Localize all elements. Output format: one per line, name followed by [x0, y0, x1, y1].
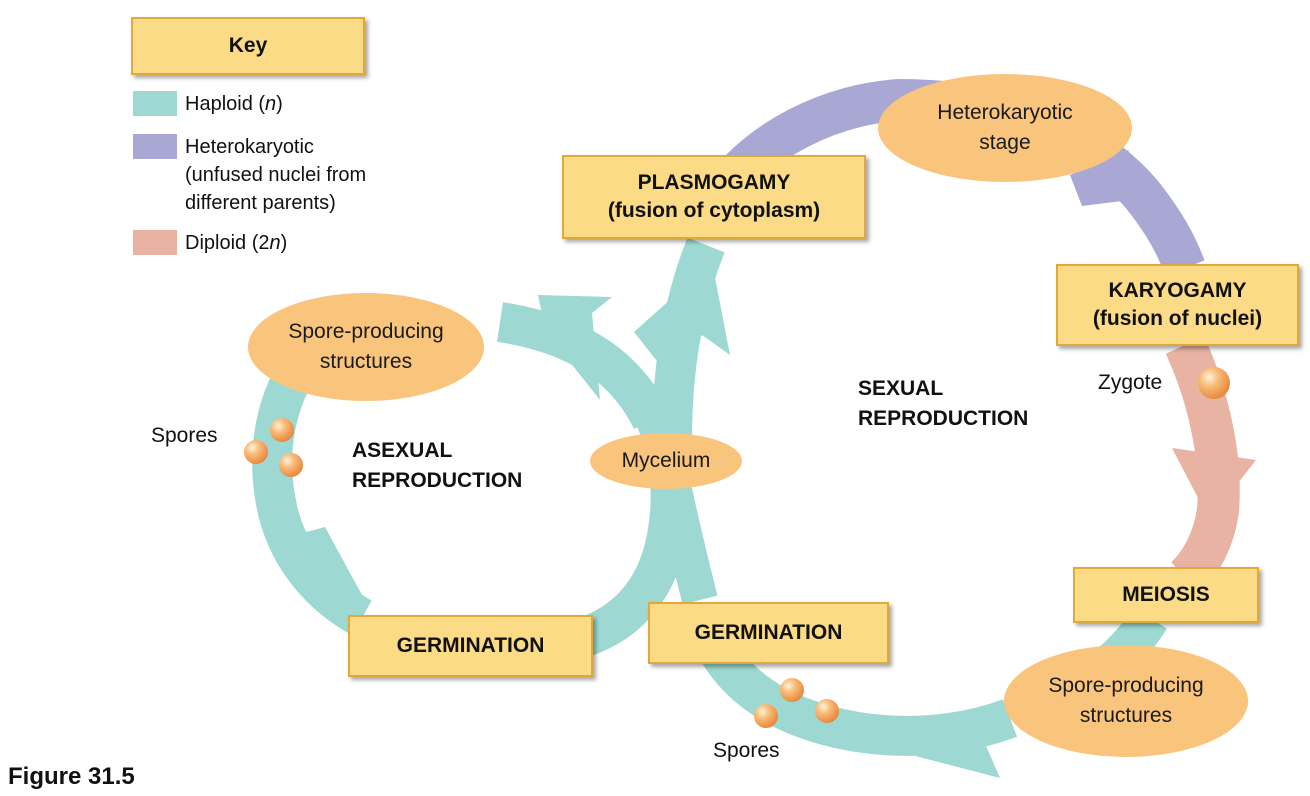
asexual-arrowhead-down: [277, 527, 368, 606]
spore-icon: [780, 678, 804, 702]
spore-icon: [754, 704, 778, 728]
germination-to-mycelium-arc-right: [654, 476, 718, 605]
spore-icon: [244, 440, 268, 464]
germination-right-box: GERMINATION: [648, 602, 889, 664]
spore-producing-structures-left: Spore-producing structures: [248, 293, 484, 401]
key-diploid: Diploid (2n): [185, 232, 288, 254]
spore-icon: [270, 418, 294, 442]
meiosis-box: MEIOSIS: [1073, 567, 1259, 623]
diploid-swatch: [133, 230, 177, 255]
key-heterokaryotic: Heterokaryotic (unfused nuclei from diff…: [185, 136, 367, 214]
spore-release-arrowhead: [900, 703, 1000, 778]
mycelium-ellipse: Mycelium: [590, 433, 742, 489]
key-title-box: Key: [131, 17, 365, 75]
asexual-arrowhead-left: [538, 295, 612, 400]
haploid-swatch: [133, 91, 177, 116]
spores-bottom-label: Spores: [713, 739, 780, 762]
mycelium-to-spore-arrow: [496, 302, 670, 430]
diploid-arrowhead: [1172, 448, 1256, 538]
zygote-label: Zygote: [1098, 371, 1163, 394]
heterokaryotic-swatch: [133, 134, 177, 159]
zygote-icon: [1198, 367, 1230, 399]
figure-caption: Figure 31.5: [8, 763, 135, 790]
heterokaryotic-stage-ellipse: Heterokaryotic stage: [878, 74, 1132, 182]
plasmogamy-box: PLASMOGAMY (fusion of cytoplasm): [562, 155, 866, 239]
karyogamy-box: KARYOGAMY (fusion of nuclei): [1056, 264, 1299, 346]
spore-icon: [279, 453, 303, 477]
germination-left-box: GERMINATION: [348, 615, 593, 677]
sexual-reproduction-label: SEXUAL REPRODUCTION: [858, 377, 1029, 430]
spores-left-label: Spores: [151, 424, 218, 447]
spore-producing-structures-right: Spore-producing structures: [1004, 645, 1248, 757]
plasmogamy-arrowhead: [634, 262, 730, 380]
asexual-loop-arrow: [252, 346, 373, 636]
asexual-reproduction-label: ASEXUAL REPRODUCTION: [352, 439, 523, 492]
key-title: Key: [228, 34, 268, 57]
spore-icon: [815, 699, 839, 723]
key-haploid: Haploid (n): [185, 93, 283, 115]
